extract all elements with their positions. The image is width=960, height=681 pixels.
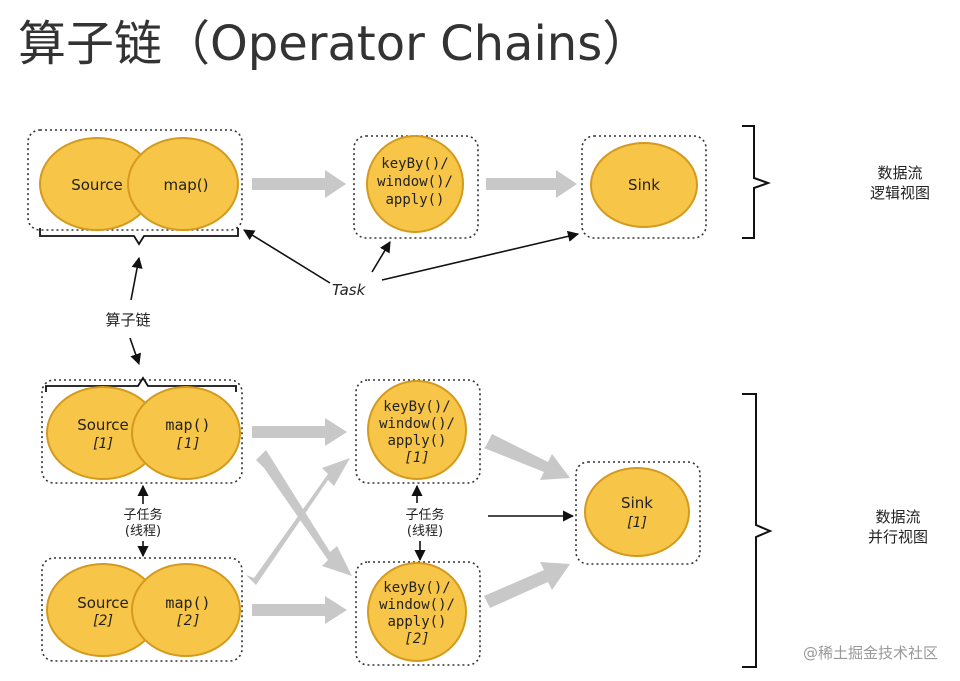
arrow-keyby1-to-sink <box>484 434 570 480</box>
subtask-left-label-1: 子任务 <box>123 507 162 523</box>
map2-node <box>131 563 241 657</box>
source2-index: [2] <box>93 613 113 629</box>
logical-chain-bracket <box>39 228 239 246</box>
watermark: @稀土掘金技术社区 <box>802 644 938 662</box>
logical-keyby-node <box>366 135 464 233</box>
keyby1-label-1: keyBy()/ <box>383 399 450 415</box>
parallel-chain1-box <box>41 379 243 484</box>
keyby2-label-2: window()/ <box>379 597 455 613</box>
source1-index: [1] <box>93 436 113 452</box>
parallel-view-label-1: 数据流 <box>875 508 920 526</box>
page-title: 算子链（Operator Chains） <box>18 16 651 72</box>
logical-arrow-chain-to-keyby <box>252 170 346 198</box>
sink1-index: [1] <box>627 515 647 531</box>
keyby2-box <box>355 561 481 666</box>
logical-sink-label: Sink <box>628 176 660 194</box>
parallel-view: Source [1] map() [1] Source [2] map() [2… <box>41 376 928 668</box>
parallel-view-label-2: 并行视图 <box>868 528 928 546</box>
map1-label: map() <box>165 416 210 434</box>
arrow-chain2-to-keyby1 <box>246 458 350 585</box>
arrow-chain1-to-keyby1 <box>252 418 347 446</box>
logical-map-node <box>127 137 239 231</box>
map1-index: [1] <box>175 436 200 452</box>
parallel-chain-bracket <box>45 376 237 392</box>
parallel-chain2-box <box>41 557 243 662</box>
sink1-node <box>584 467 690 557</box>
source2-label: Source <box>77 594 129 612</box>
keyby1-box <box>355 379 481 484</box>
logical-sink-box <box>581 135 707 239</box>
keyby1-node <box>367 380 467 480</box>
keyby2-label-1: keyBy()/ <box>383 580 450 596</box>
logical-keyby-label-2: window()/ <box>377 174 453 190</box>
logical-keyby-label-3: apply() <box>385 192 444 208</box>
keyby2-label-3: apply() <box>387 614 446 630</box>
subtask-left-label-2: (线程) <box>125 524 161 539</box>
chain-arrow-down <box>129 337 141 366</box>
keyby2-index: [2] <box>404 631 429 647</box>
subtask-mid-label-1: 子任务 <box>405 507 444 523</box>
logical-view: Source map() keyBy()/ window()/ apply() … <box>27 125 930 299</box>
sink1-label: Sink <box>621 494 653 512</box>
arrow-keyby2-to-sink <box>484 562 570 608</box>
map1-node <box>131 386 241 480</box>
subtask-mid-label-2: (线程) <box>407 524 443 539</box>
logical-map-label: map() <box>163 176 208 194</box>
logical-view-label-1: 数据流 <box>877 164 922 182</box>
sink1-box <box>575 461 701 565</box>
map2-index: [2] <box>175 613 200 629</box>
keyby2-node <box>367 562 467 662</box>
logical-arrow-keyby-to-sink <box>486 170 577 198</box>
logical-keyby-label-1: keyBy()/ <box>381 156 448 172</box>
task-arrow-to-chain <box>243 229 331 284</box>
chain-annotation: 算子链 <box>105 256 151 366</box>
map2-label: map() <box>165 594 210 612</box>
logical-chain-box <box>27 129 243 231</box>
source1-label: Source <box>77 416 129 434</box>
task-arrow-to-keyby <box>371 241 391 273</box>
logical-view-brace <box>742 125 771 239</box>
keyby1-label-2: window()/ <box>379 416 455 432</box>
parallel-view-brace <box>742 393 773 668</box>
logical-source-label: Source <box>71 176 123 194</box>
chain-label: 算子链 <box>105 311 150 329</box>
chain-arrow-up <box>130 256 143 301</box>
keyby1-index: [1] <box>404 450 429 466</box>
logical-view-label-2: 逻辑视图 <box>870 184 930 202</box>
keyby1-label-3: apply() <box>387 433 446 449</box>
task-label: Task <box>332 281 367 299</box>
arrow-chain2-to-keyby2 <box>252 596 347 624</box>
task-arrow-to-sink <box>381 230 580 281</box>
logical-sink-node <box>590 142 698 228</box>
